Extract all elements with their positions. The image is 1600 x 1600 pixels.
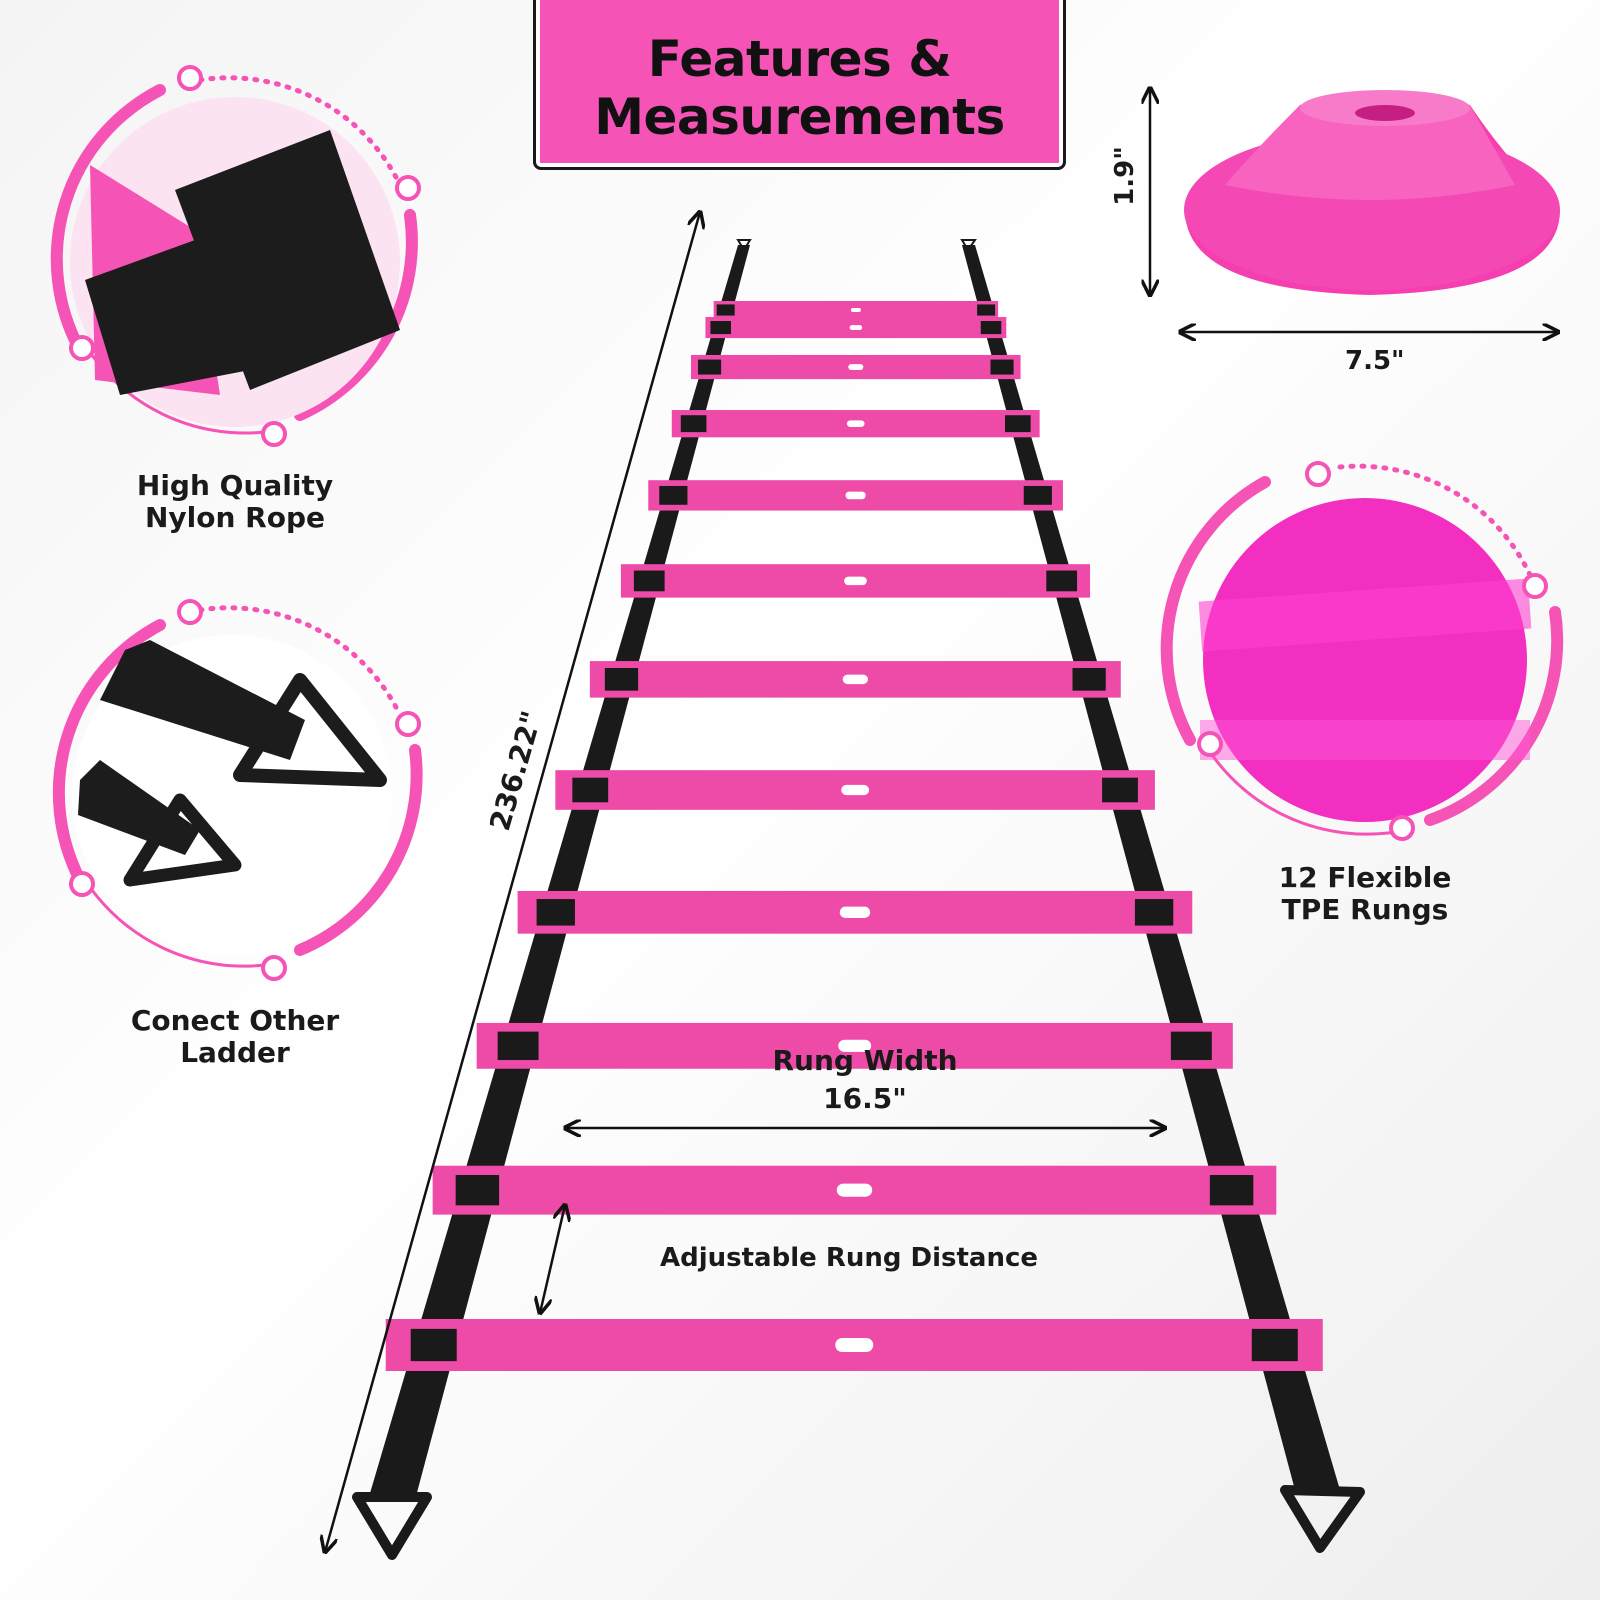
title-line-2: Measurements: [594, 88, 1005, 146]
ladder-rung-hole: [850, 308, 861, 312]
ladder-rung-loop: [1005, 415, 1031, 433]
ladder-rung-hole: [848, 364, 864, 370]
rung-width-value: 16.5": [823, 1082, 907, 1115]
rung-distance-label: Adjustable Rung Distance: [660, 1243, 1039, 1273]
tpe-rungs-label-line-1: 12 Flexible: [1278, 861, 1452, 894]
ladder-rung-loop: [980, 321, 1002, 335]
ladder-rung-loop: [1046, 570, 1078, 592]
ladder-length-arrow: [325, 212, 700, 1552]
ladder-rung-hole: [842, 674, 868, 685]
ladder-rung-hole: [838, 1039, 872, 1052]
ladder-rung-hole: [836, 1183, 873, 1197]
ladder-rung-loop: [716, 304, 735, 316]
cone-width-label: 7.5": [1345, 346, 1405, 376]
cone-height-label: 1.9": [1109, 146, 1140, 206]
nylon-rope-label: High Quality Nylon Rope: [105, 470, 365, 534]
ladder-rung-hole: [845, 491, 866, 500]
ladder-rung-hole: [846, 420, 865, 428]
connect-ladder-label-line-2: Ladder: [180, 1036, 290, 1069]
ladder-rung-loop: [1251, 1328, 1298, 1362]
ladder-rung-hole: [839, 906, 871, 918]
triangle-buckle-icon: [736, 239, 752, 252]
triangle-buckle-icon: [960, 239, 977, 252]
ladder-rung-loop: [990, 359, 1014, 375]
title-line-1: Features &: [647, 30, 952, 88]
tpe-rungs-label-line-2: TPE Rungs: [1281, 893, 1449, 926]
tpe-rungs-label: 12 Flexible TPE Rungs: [1235, 862, 1495, 926]
nylon-rope-label-line-2: Nylon Rope: [144, 501, 326, 534]
nylon-rope-label-line-1: High Quality: [136, 469, 334, 502]
tpe-rungs-circle: [1160, 461, 1564, 841]
rung-distance-arrow: [540, 1205, 565, 1313]
ladder-rung-loop: [1170, 1031, 1212, 1061]
ladder-rung-loop: [710, 321, 731, 335]
ladder-rung-loop: [1072, 668, 1106, 691]
rung-width-label: Rung Width: [772, 1044, 958, 1077]
ladder-rung-loop: [1102, 777, 1138, 803]
ladder-rung-hole: [841, 784, 870, 796]
connect-ladder-label: Conect Other Ladder: [105, 1005, 365, 1069]
ladder-rung-loop: [1134, 899, 1174, 926]
ladder-rung-hole: [844, 576, 867, 586]
ladder-rung-loop: [977, 304, 996, 316]
connect-ladder-label-line-1: Conect Other: [130, 1004, 340, 1037]
ladder-rung-hole: [835, 1338, 874, 1352]
ladder-rung-loop: [1209, 1175, 1254, 1206]
strap-icon: [85, 130, 400, 395]
triangle-buckle-icon: [1280, 1485, 1365, 1553]
ladder-rung-hole: [849, 325, 863, 331]
title-banner: Features & Measurements: [533, 0, 1066, 170]
ladder-rung-loop: [1023, 485, 1052, 505]
